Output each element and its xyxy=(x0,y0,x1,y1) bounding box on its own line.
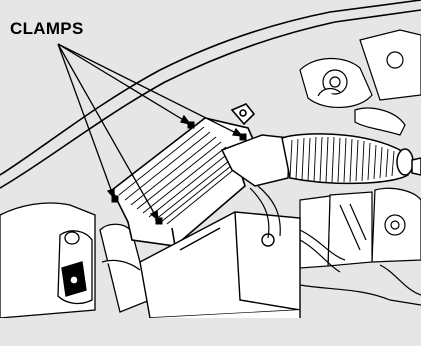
bottom-margin xyxy=(0,318,421,346)
left-fender xyxy=(0,203,95,318)
clamps-label: CLAMPS xyxy=(10,20,84,37)
